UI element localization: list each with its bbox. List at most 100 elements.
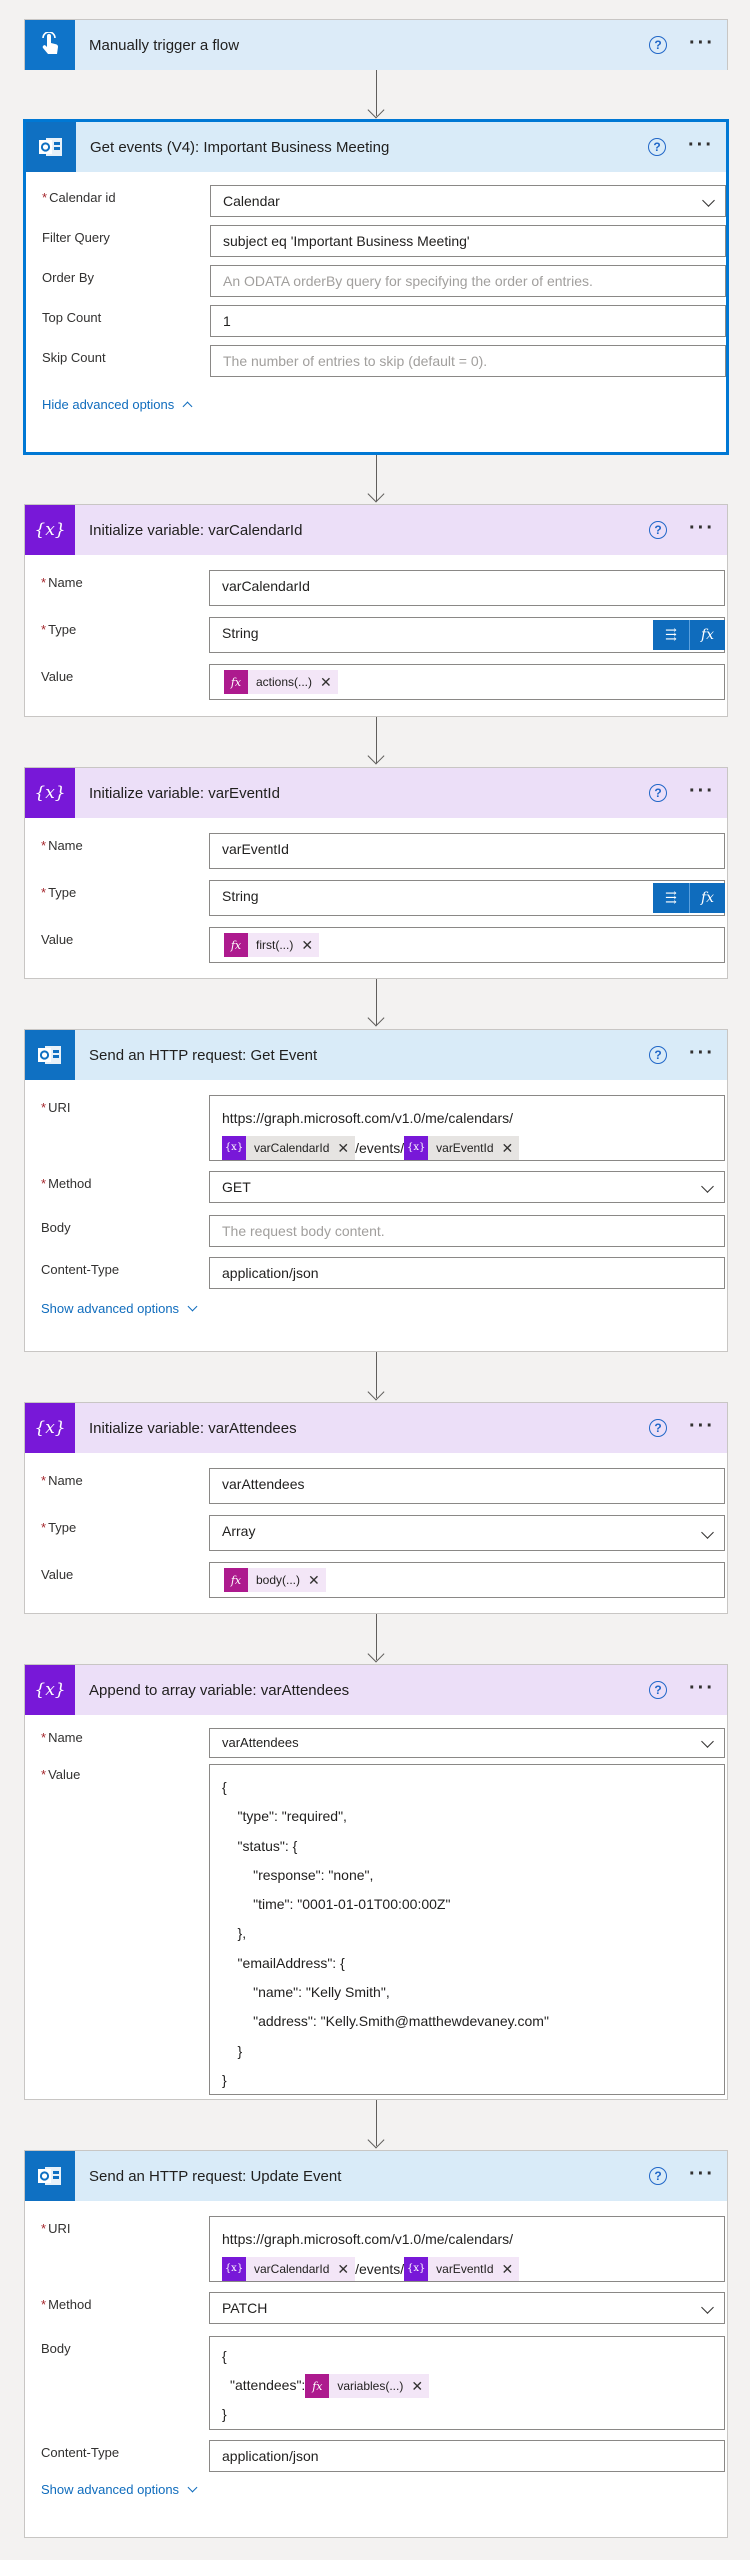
more-options-icon[interactable]: ··· [688, 134, 714, 156]
chevron-down-icon [701, 1735, 714, 1748]
close-icon[interactable]: ✕ [301, 936, 314, 953]
variable-token[interactable]: {x}varCalendarId✕ [222, 1135, 356, 1160]
append-title: Append to array variable: varAttendees [89, 1681, 350, 1699]
variable-token[interactable]: {x}varCalendarId✕ [222, 2256, 356, 2281]
init-event-title: Initialize variable: varEventId [89, 784, 280, 802]
init-calendar-header[interactable]: {x} Initialize variable: varCalendarId ?… [25, 505, 727, 555]
uri-input[interactable]: https://graph.microsoft.com/v1.0/me/cale… [209, 2216, 725, 2282]
connector [376, 2100, 377, 2146]
close-icon[interactable]: ✕ [337, 1139, 350, 1156]
content-type-input[interactable]: application/json [209, 1257, 725, 1289]
init-attendees-header[interactable]: {x} Initialize variable: varAttendees ? … [25, 1403, 727, 1453]
append-card[interactable]: {x} Append to array variable: varAttende… [24, 1664, 728, 2100]
name-input[interactable]: varAttendees [209, 1468, 725, 1504]
append-header[interactable]: {x} Append to array variable: varAttende… [25, 1665, 727, 1715]
variable-token[interactable]: {x}varEventId✕ [404, 1135, 520, 1160]
expression-button[interactable]: fx [689, 883, 725, 913]
init-attendees-card[interactable]: {x} Initialize variable: varAttendees ? … [24, 1402, 728, 1614]
more-options-icon[interactable]: ··· [689, 2163, 715, 2185]
close-icon[interactable]: ✕ [308, 1571, 320, 1588]
calendar-id-select[interactable]: Calendar [210, 185, 726, 217]
http-update-card[interactable]: Send an HTTP request: Update Event ? ···… [24, 2150, 728, 2538]
show-advanced-options-link[interactable]: Show advanced options [41, 1301, 198, 1316]
skip-count-input[interactable]: The number of entries to skip (default =… [210, 345, 726, 377]
more-options-icon[interactable]: ··· [689, 1042, 715, 1064]
type-select[interactable]: Array [209, 1515, 725, 1551]
value-textarea[interactable]: { "type": "required", "status": { "respo… [209, 1764, 725, 2095]
type-select[interactable]: String ⇶fx [209, 880, 725, 916]
filter-query-input[interactable]: subject eq 'Important Business Meeting' [210, 225, 726, 257]
http-get-title: Send an HTTP request: Get Event [89, 1046, 318, 1064]
skip-count-row: Skip Count The number of entries to skip… [42, 342, 726, 382]
type-select[interactable]: String ⇶fx [209, 617, 725, 653]
variable-token[interactable]: {x}varEventId✕ [404, 2256, 520, 2281]
name-input[interactable]: varCalendarId [209, 570, 725, 606]
hide-advanced-options-link[interactable]: Hide advanced options [42, 397, 193, 412]
method-select[interactable]: PATCH [209, 2292, 725, 2324]
trigger-card[interactable]: Manually trigger a flow ? ··· [24, 19, 728, 70]
more-options-icon[interactable]: ··· [689, 1677, 715, 1699]
more-options-icon[interactable]: ··· [689, 780, 715, 802]
get-events-card[interactable]: Get events (V4): Important Business Meet… [24, 120, 728, 454]
show-advanced-options-link[interactable]: Show advanced options [41, 2482, 198, 2497]
variable-icon: {x} [25, 768, 75, 818]
init-event-header[interactable]: {x} Initialize variable: varEventId ? ··… [25, 768, 727, 818]
close-icon[interactable]: ✕ [337, 2260, 350, 2277]
init-calendar-title: Initialize variable: varCalendarId [89, 521, 303, 539]
help-icon[interactable]: ? [649, 1046, 667, 1064]
help-icon[interactable]: ? [649, 1681, 667, 1699]
skip-count-label: Skip Count [42, 350, 106, 365]
more-options-icon[interactable]: ··· [689, 517, 715, 539]
close-icon[interactable]: ✕ [501, 1139, 514, 1156]
help-icon[interactable]: ? [648, 138, 666, 156]
trigger-header[interactable]: Manually trigger a flow ? ··· [25, 20, 727, 70]
get-events-header[interactable]: Get events (V4): Important Business Meet… [26, 122, 726, 172]
http-get-card[interactable]: Send an HTTP request: Get Event ? ··· *U… [24, 1029, 728, 1352]
content-type-input[interactable]: application/json [209, 2440, 725, 2472]
calendar-id-label: Calendar id [49, 190, 116, 205]
http-update-header[interactable]: Send an HTTP request: Update Event ? ··· [25, 2151, 727, 2201]
chevron-down-icon [187, 1301, 198, 1312]
body-input[interactable]: The request body content. [209, 1215, 725, 1247]
init-calendar-card[interactable]: {x} Initialize variable: varCalendarId ?… [24, 504, 728, 717]
help-icon[interactable]: ? [649, 521, 667, 539]
close-icon[interactable]: ✕ [411, 2377, 424, 2394]
help-icon[interactable]: ? [649, 36, 667, 54]
fx-icon: fx [224, 670, 248, 694]
help-icon[interactable]: ? [649, 1419, 667, 1437]
close-icon[interactable]: ✕ [501, 2260, 514, 2277]
name-row: *Name varAttendees [41, 1725, 725, 1761]
type-label: Type [48, 622, 77, 637]
variable-icon: {x} [404, 1135, 429, 1160]
dynamic-content-button[interactable]: ⇶ [653, 883, 689, 913]
name-input[interactable]: varEventId [209, 833, 725, 869]
init-event-card[interactable]: {x} Initialize variable: varEventId ? ··… [24, 767, 728, 979]
variable-icon: {x} [25, 1403, 75, 1453]
name-select[interactable]: varAttendees [209, 1728, 725, 1758]
help-icon[interactable]: ? [649, 2167, 667, 2185]
dynamic-content-button[interactable]: ⇶ [653, 620, 689, 650]
expression-button[interactable]: fx [689, 620, 725, 650]
method-select[interactable]: GET [209, 1171, 725, 1203]
uri-input[interactable]: https://graph.microsoft.com/v1.0/me/cale… [209, 1095, 725, 1161]
top-count-input[interactable]: 1 [210, 305, 726, 337]
more-options-icon[interactable]: ··· [689, 32, 715, 54]
close-icon[interactable]: ✕ [320, 673, 332, 690]
more-options-icon[interactable]: ··· [689, 1415, 715, 1437]
uri-row: *URI https://graph.microsoft.com/v1.0/me… [41, 2213, 725, 2289]
top-count-label: Top Count [42, 310, 102, 325]
name-row: *Name varAttendees [41, 1465, 725, 1512]
order-by-input[interactable]: An ODATA orderBy query for specifying th… [210, 265, 726, 297]
help-icon[interactable]: ? [649, 784, 667, 802]
http-get-header[interactable]: Send an HTTP request: Get Event ? ··· [25, 1030, 727, 1080]
